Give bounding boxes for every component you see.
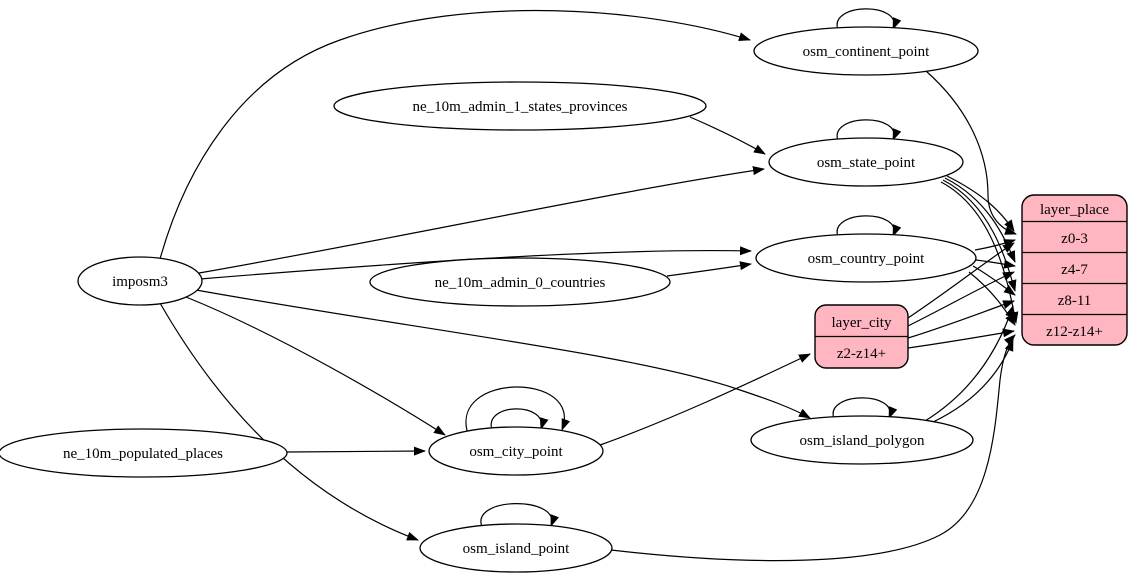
edge-state-z0-3 (946, 175, 1015, 232)
continent-shape (753, 26, 979, 76)
island-point-shape (419, 523, 613, 573)
edge-imposm3-island-polygon (195, 289, 811, 419)
edge-imposm3-city (185, 296, 446, 436)
imposm3-shape (77, 256, 203, 306)
edge-country-z12-z14 (968, 271, 1016, 326)
node-ne-10m-populated-places: ne_10m_populated_places (0, 428, 288, 478)
edge-layer-city-z8-11 (907, 300, 1015, 339)
node-osm-country-point: osm_country_point (755, 233, 977, 283)
layer-place-row-z8-11: z8-11 (1058, 293, 1092, 309)
ne-states-label: ne_10m_admin_1_states_provinces (413, 99, 628, 115)
state-shape (768, 137, 964, 187)
ne-places-label: ne_10m_populated_places (63, 446, 223, 462)
edge-country-z0-3 (974, 239, 1016, 251)
edge-imposm3-country (199, 246, 752, 280)
node-layer-city: layer_city z2-z14+ (814, 304, 909, 369)
edge-state-z4-7 (944, 177, 1016, 263)
edge-ne-states-state (689, 116, 766, 155)
edge-imposm3-continent (159, 9, 751, 260)
node-osm-state-point: osm_state_point (768, 137, 964, 187)
edge-island-polygon-z12-z14 (930, 339, 1014, 424)
edge-ne-countries-country (666, 261, 752, 277)
layer-place-row-z4-7: z4-7 (1061, 262, 1088, 278)
edge-ne-places-city (286, 446, 426, 456)
edge-island-point-z12-z14 (610, 334, 1016, 562)
city-shape (428, 426, 604, 476)
layer-place-row-z12-z14: z12-z14+ (1046, 324, 1103, 340)
edge-layer-city-z12-z14 (907, 328, 1015, 349)
country-shape (755, 233, 977, 283)
self-loop-island-polygon (832, 397, 898, 420)
edge-layer-city-z0-3 (907, 242, 1015, 319)
self-loop-state (836, 119, 902, 142)
self-loop-island-point (480, 503, 559, 528)
island-polygon-shape (750, 415, 974, 465)
node-osm-continent-point: osm_continent_point (753, 26, 979, 76)
layer-city-title: layer_city (832, 315, 892, 331)
self-loop-city-outer (465, 386, 571, 435)
ne-states-shape (333, 81, 707, 131)
node-osm-island-point: osm_island_point (419, 523, 613, 573)
island-polygon-label: osm_island_polygon (799, 433, 925, 449)
layer-place-shape (1021, 194, 1128, 346)
node-osm-city-point: osm_city_point (428, 426, 604, 476)
node-osm-island-polygon: osm_island_polygon (750, 415, 974, 465)
edge-island-polygon-z8-11 (924, 305, 1014, 422)
edge-imposm3-island-point (159, 302, 419, 541)
edge-layer-city-z4-7 (907, 271, 1015, 327)
self-loop-country (836, 215, 902, 238)
edge-city-layer-city (599, 353, 811, 446)
ne-countries-label: ne_10m_admin_0_countries (435, 275, 606, 291)
country-label: osm_country_point (808, 251, 925, 267)
self-loop-continent (836, 8, 902, 31)
state-label: osm_state_point (817, 155, 916, 171)
node-ne-10m-admin-0-countries: ne_10m_admin_0_countries (369, 257, 671, 307)
continent-label: osm_continent_point (803, 44, 930, 60)
ne-countries-shape (369, 257, 671, 307)
self-loop-city-inner (490, 408, 549, 431)
imposm3-label: imposm3 (112, 274, 168, 290)
city-label: osm_city_point (469, 444, 563, 460)
edge-imposm3-state (198, 166, 765, 274)
layer-place-title: layer_place (1040, 202, 1109, 218)
ne-places-shape (0, 428, 288, 478)
node-ne-10m-admin-1-states-provinces: ne_10m_admin_1_states_provinces (333, 81, 707, 131)
node-layer-place: layer_place z0-3 z4-7 z8-11 z12-z14+ (1021, 194, 1128, 346)
layer-city-row-z2-z14: z2-z14+ (837, 346, 886, 362)
edge-layer (159, 8, 1019, 562)
island-point-label: osm_island_point (463, 541, 571, 557)
node-imposm3: imposm3 (77, 256, 203, 306)
edge-continent-z0-3 (925, 70, 1017, 235)
layer-place-row-z0-3: z0-3 (1061, 231, 1088, 247)
edge-country-z4-7 (975, 259, 1016, 269)
